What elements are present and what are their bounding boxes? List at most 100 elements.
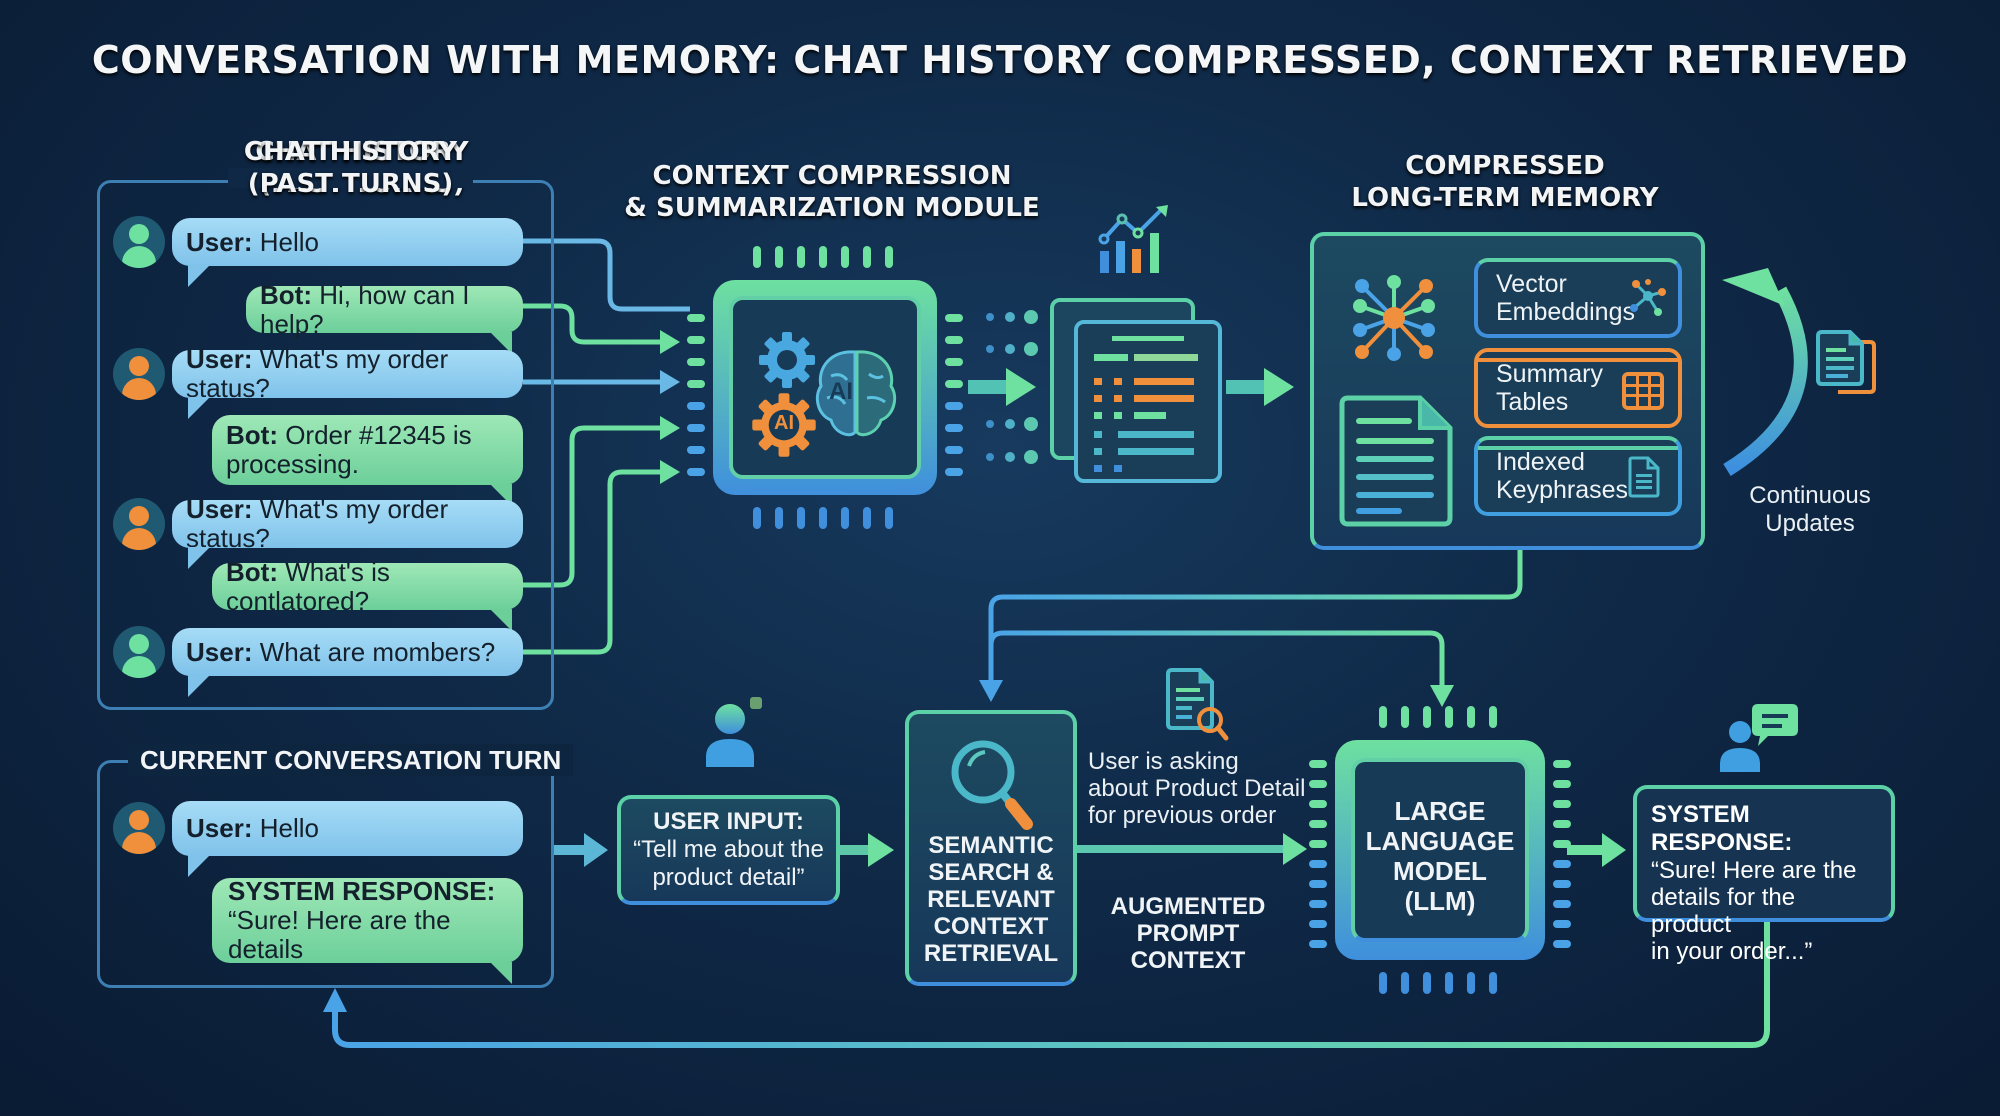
user-avatar — [113, 498, 165, 550]
chip-pin — [1401, 972, 1409, 994]
document-search-icon — [1166, 668, 1229, 741]
chip-pin — [885, 246, 893, 268]
chip-pin — [687, 336, 705, 344]
chip-pin — [945, 468, 963, 476]
chip-pin — [1553, 800, 1571, 808]
history-connector-1 — [523, 238, 690, 312]
input-to-search-arrow — [840, 833, 894, 867]
chip-pin — [945, 336, 963, 344]
user-avatar-icon — [706, 697, 762, 767]
search-to-llm-arrow — [1077, 833, 1307, 865]
gear-icon — [759, 332, 815, 388]
memory-heading: COMPRESSED LONG-TERM MEMORY — [1351, 151, 1659, 213]
bot-message-bubble: Bot: Hi, how can I help? — [246, 280, 523, 338]
continuous-updates-arrow — [1722, 268, 1808, 476]
brain-icon — [815, 350, 897, 437]
docs-to-memory-arrow — [1226, 368, 1294, 406]
diagram-title: CONVERSATION WITH MEMORY: CHAT HISTORY C… — [91, 38, 1909, 82]
user-message-bubble: User: What are mombers? — [172, 628, 523, 676]
chip-pin — [1445, 706, 1453, 728]
bubble-tail — [490, 609, 512, 631]
chip-pin — [797, 507, 805, 529]
brain-ai-label: AI — [829, 378, 853, 405]
chip-pin — [1489, 972, 1497, 994]
chip-to-docs-arrow — [968, 368, 1036, 406]
chip-pin — [1309, 840, 1327, 848]
current-response-bubble: SYSTEM RESPONSE: “Sure! Here are the det… — [212, 877, 523, 964]
chip-pin — [1309, 820, 1327, 828]
chip-pin — [1309, 860, 1327, 868]
compression-module-heading: CONTEXT COMPRESSION & SUMMARIZATION MODU… — [624, 161, 1040, 223]
chip-pin — [1379, 972, 1387, 994]
chip-pin — [945, 380, 963, 388]
chip-inner — [1351, 758, 1529, 942]
chip-pin — [1553, 940, 1571, 948]
user-avatar — [113, 626, 165, 678]
chip-pin — [1467, 706, 1475, 728]
chart-icon — [1098, 205, 1168, 273]
chip-pin — [687, 358, 705, 366]
user-avatar — [113, 216, 165, 268]
history-connector-5 — [523, 460, 680, 655]
chip-pin — [1423, 706, 1431, 728]
compression-chip[interactable]: AI AI — [687, 246, 963, 529]
turn-to-input-arrow — [553, 833, 608, 867]
table-icon — [1622, 372, 1664, 410]
compressed-document-stack[interactable] — [1050, 298, 1222, 483]
chip-pin — [687, 314, 705, 322]
bubble-tail — [188, 265, 210, 287]
user-avatar — [113, 348, 165, 400]
bubble-tail — [188, 675, 210, 697]
current-user-bubble: User: Hello — [172, 801, 523, 856]
chip-pin — [1309, 800, 1327, 808]
chip-pin — [1553, 840, 1571, 848]
chip-pin — [945, 446, 963, 454]
chip-pin — [1309, 940, 1327, 948]
chip-pin — [1553, 860, 1571, 868]
user-message-bubble: User: Hello — [172, 218, 523, 266]
chip-pin — [1553, 820, 1571, 828]
chip-pin — [797, 246, 805, 268]
current-user-avatar — [113, 802, 165, 854]
tab-bar — [1478, 446, 1678, 450]
chip-pin — [945, 424, 963, 432]
chip-pin — [1309, 880, 1327, 888]
llm-to-response-arrow — [1567, 833, 1626, 867]
chip-pin — [841, 246, 849, 268]
magnifier-icon — [951, 740, 1033, 830]
chip-pin — [819, 507, 827, 529]
chip-pin — [1423, 972, 1431, 994]
user-message-bubble: User: What's my order status? — [172, 345, 523, 403]
user-input-box[interactable]: USER INPUT: “Tell me about the product d… — [617, 795, 840, 905]
chip-pin — [687, 380, 705, 388]
chip-pin — [1467, 972, 1475, 994]
dots-connector — [986, 310, 1038, 464]
chip-pin — [1379, 706, 1387, 728]
chip-pin — [1553, 880, 1571, 888]
chip-pin — [687, 424, 705, 432]
chip-pin — [775, 246, 783, 268]
chip-pin — [775, 507, 783, 529]
document-icon — [1628, 456, 1660, 498]
chip-pin — [1309, 780, 1327, 788]
tab-bar — [1478, 358, 1678, 362]
chip-pin — [753, 507, 761, 529]
chip-pin — [687, 402, 705, 410]
chip-pin — [1553, 920, 1571, 928]
bot-message-bubble: Bot: What's is contlatored? — [212, 557, 523, 615]
chat-history-heading-text: CHAT HISTORY (PAST TURNS) — [243, 137, 458, 199]
feedback-loop-connector — [323, 922, 1770, 1048]
chip-pin — [885, 507, 893, 529]
doc-front — [1074, 320, 1222, 483]
